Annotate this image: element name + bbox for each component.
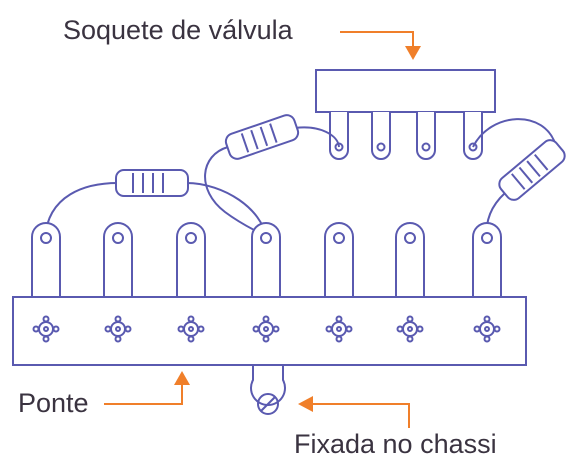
strip-rivets <box>32 315 501 343</box>
lug-hole <box>481 232 493 244</box>
terminal-lug <box>324 222 354 297</box>
terminal-lug <box>176 222 206 297</box>
rivet <box>473 315 501 343</box>
terminal-lug <box>472 222 502 297</box>
socket-pin-hole <box>376 142 386 152</box>
rivet <box>325 315 353 343</box>
chassis-label: Fixada no chassi <box>294 429 497 459</box>
wire <box>294 126 340 148</box>
terminal-lug <box>251 222 281 297</box>
rivet <box>396 315 424 343</box>
wire <box>204 146 267 238</box>
bridge-callout-arrow <box>104 371 190 405</box>
screw-slot <box>260 396 276 412</box>
socket-pin <box>329 112 349 160</box>
rivet <box>104 315 132 343</box>
lug-hole <box>333 232 345 244</box>
lug-hole <box>40 232 52 244</box>
socket-pin <box>416 112 436 160</box>
chassis-callout-arrow <box>298 396 410 428</box>
rivet <box>177 315 205 343</box>
lug-hole <box>404 232 416 244</box>
mounting-tab <box>250 364 286 415</box>
socket-label: Soquete de válvula <box>63 15 293 45</box>
socket-pin <box>371 112 391 160</box>
valve-socket-body <box>315 69 496 113</box>
screw-head <box>257 393 279 415</box>
resistor <box>115 169 189 197</box>
wire <box>472 118 557 148</box>
rivet <box>32 315 60 343</box>
terminal-lug <box>395 222 425 297</box>
rivet <box>252 315 280 343</box>
socket-pin-hole <box>421 142 431 152</box>
terminal-strip <box>12 296 527 366</box>
resistor <box>498 139 566 201</box>
lug-hole <box>112 232 124 244</box>
socket-pin-hole <box>468 142 478 152</box>
lug-hole <box>185 232 197 244</box>
terminal-lugs <box>31 222 502 297</box>
socket-pin <box>463 112 483 160</box>
valve-socket-pins <box>329 112 483 160</box>
socket-callout-arrow <box>340 31 421 60</box>
lug-hole <box>260 232 272 244</box>
terminal-lug <box>103 222 133 297</box>
resistor <box>224 114 300 160</box>
terminal-lug <box>31 222 61 297</box>
bridge-label: Ponte <box>18 388 89 418</box>
